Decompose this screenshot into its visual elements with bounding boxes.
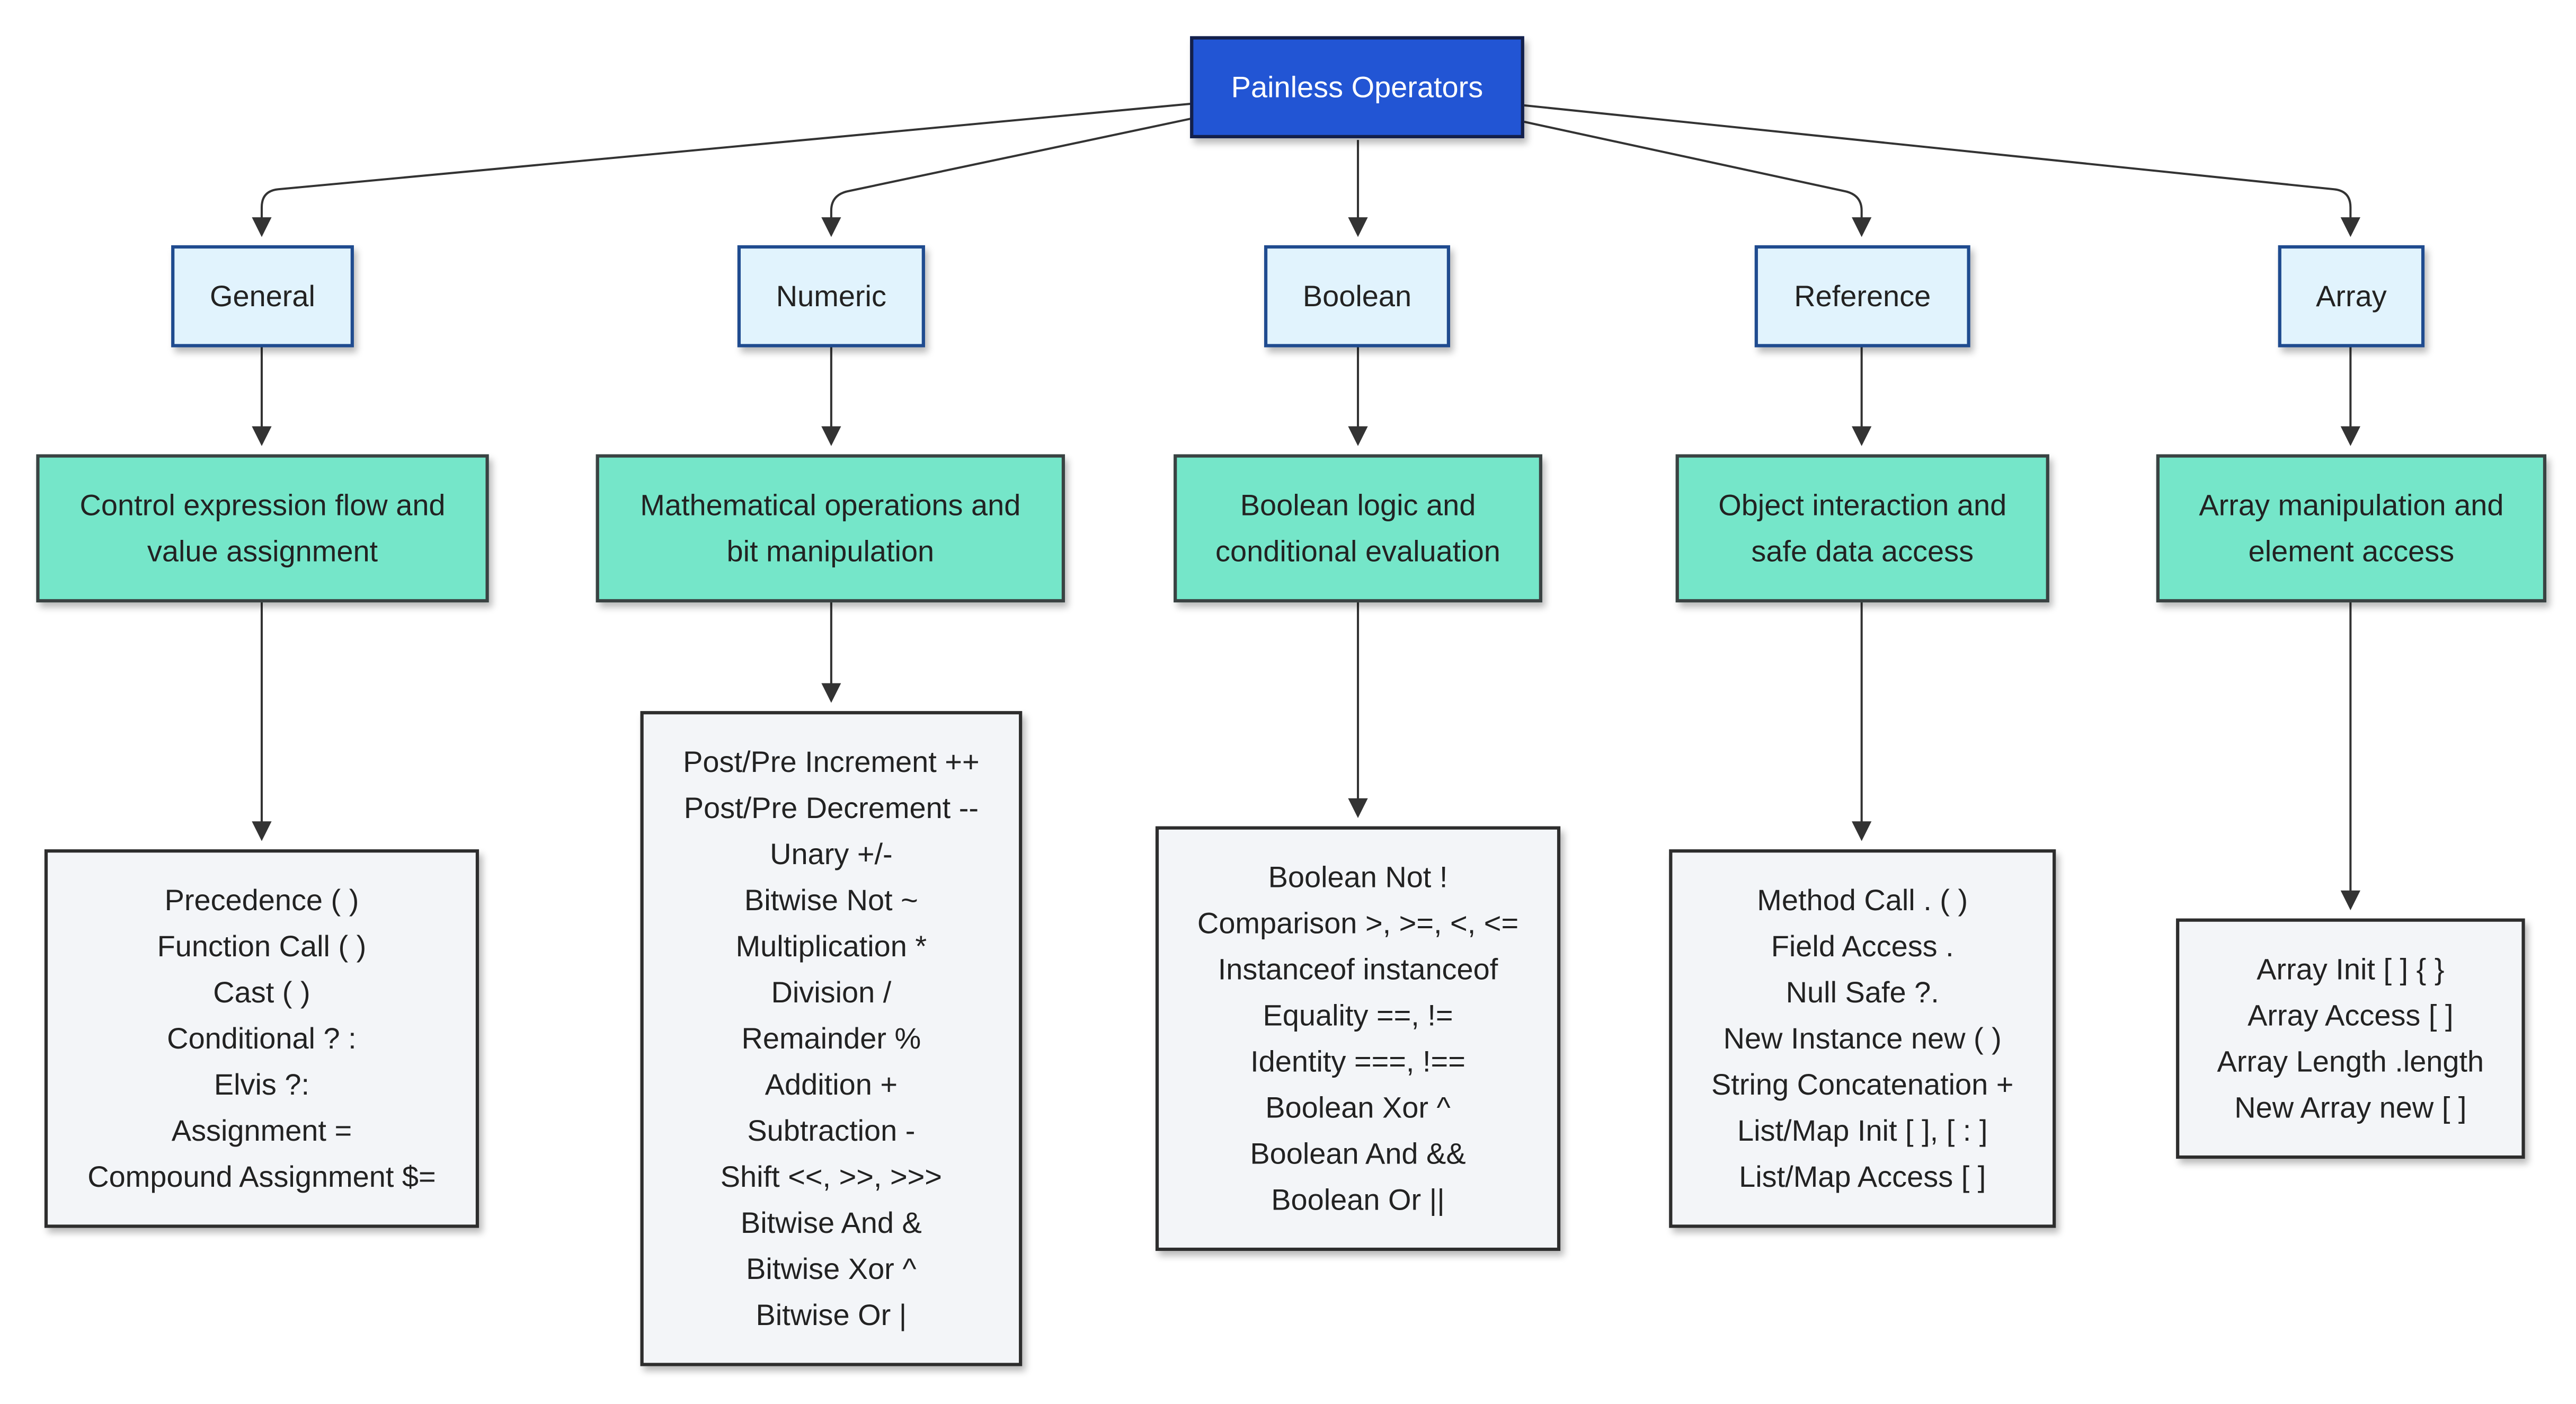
operator-item: Division /: [771, 976, 892, 1009]
operator-item: Boolean Or ||: [1271, 1183, 1445, 1216]
operator-item: Bitwise Or |: [756, 1299, 907, 1332]
operator-item: Compound Assignment $=: [87, 1160, 436, 1194]
category-numeric-label: Numeric: [776, 279, 886, 312]
category-reference: Reference: [1754, 245, 1970, 348]
operator-item: Bitwise Xor ^: [746, 1252, 917, 1286]
description-line: Mathematical operations and: [640, 488, 1021, 522]
description-array: Array manipulation and element access: [2156, 454, 2547, 603]
operator-item: Shift <<, >>, >>>: [720, 1160, 942, 1194]
operator-item: Remainder %: [741, 1022, 921, 1055]
operator-item: Null Safe ?.: [1786, 976, 1939, 1009]
operators-boolean: Boolean Not ! Comparison >, >=, <, <= In…: [1155, 826, 1561, 1251]
operator-item: Cast ( ): [213, 976, 310, 1009]
operator-item: Unary +/-: [770, 838, 893, 871]
operator-item: Array Length .length: [2217, 1045, 2484, 1078]
operator-item: Precedence ( ): [164, 884, 359, 917]
operator-item: Post/Pre Decrement --: [683, 792, 979, 825]
operator-item: Boolean And &&: [1250, 1137, 1466, 1170]
operator-item: List/Map Init [ ], [ : ]: [1737, 1114, 1988, 1148]
operator-item: Bitwise Not ~: [744, 884, 918, 917]
category-general-label: General: [210, 279, 315, 312]
operator-item: Addition +: [765, 1068, 898, 1101]
description-general: Control expression flow and value assign…: [36, 454, 489, 603]
operator-item: Equality ==, !=: [1263, 999, 1453, 1032]
operators-reference: Method Call . ( ) Field Access . Null Sa…: [1669, 849, 2056, 1228]
operator-item: New Array new [ ]: [2234, 1091, 2467, 1124]
operator-item: Bitwise And &: [740, 1206, 922, 1240]
operator-item: Instanceof instanceof: [1218, 953, 1498, 986]
operator-item: String Concatenation +: [1711, 1068, 2014, 1101]
description-line: Object interaction and: [1718, 488, 2007, 522]
operator-item: Method Call . ( ): [1757, 884, 1968, 917]
operator-item: Comparison >, >=, <, <=: [1197, 907, 1519, 940]
operator-item: New Instance new ( ): [1723, 1022, 2002, 1055]
description-boolean: Boolean logic and conditional evaluation: [1174, 454, 1542, 603]
description-line: element access: [2248, 535, 2455, 568]
description-line: Control expression flow and: [79, 488, 446, 522]
edge-root-to-array: [1524, 104, 2361, 237]
operator-item: Assignment =: [171, 1114, 352, 1148]
edge-root-to-reference: [1524, 120, 1872, 237]
description-line: Array manipulation and: [2199, 488, 2504, 522]
operator-item: Boolean Not !: [1268, 860, 1448, 894]
root-label: Painless Operators: [1231, 70, 1484, 103]
edge-root-to-general: [252, 102, 1192, 237]
operator-item: Field Access .: [1771, 930, 1954, 963]
root-node: Painless Operators: [1190, 36, 1524, 138]
operator-item: List/Map Access [ ]: [1739, 1160, 1986, 1194]
category-array-label: Array: [2316, 279, 2387, 312]
category-general: General: [171, 245, 354, 348]
operator-item: Post/Pre Increment ++: [683, 745, 980, 779]
description-line: Boolean logic and: [1240, 488, 1476, 522]
category-numeric: Numeric: [737, 245, 925, 348]
operator-item: Multiplication *: [735, 930, 927, 963]
category-boolean: Boolean: [1264, 245, 1451, 348]
operators-array: Array Init [ ] { } Array Access [ ] Arra…: [2176, 918, 2525, 1159]
description-line: value assignment: [147, 535, 378, 568]
operator-item: Conditional ? :: [167, 1022, 357, 1055]
operator-item: Function Call ( ): [157, 930, 367, 963]
description-line: bit manipulation: [726, 535, 935, 568]
edge-root-to-numeric: [821, 117, 1192, 237]
category-array: Array: [2278, 245, 2425, 348]
operator-item: Array Access [ ]: [2248, 999, 2454, 1032]
description-reference: Object interaction and safe data access: [1675, 454, 2049, 603]
operator-item: Elvis ?:: [214, 1068, 310, 1101]
description-line: conditional evaluation: [1215, 535, 1500, 568]
operator-item: Boolean Xor ^: [1265, 1091, 1451, 1124]
operators-numeric: Post/Pre Increment ++ Post/Pre Decrement…: [640, 711, 1023, 1366]
operator-item: Array Init [ ] { }: [2257, 953, 2445, 986]
description-numeric: Mathematical operations and bit manipula…: [596, 454, 1065, 603]
operator-item: Identity ===, !==: [1250, 1045, 1465, 1078]
category-boolean-label: Boolean: [1302, 279, 1412, 312]
category-reference-label: Reference: [1794, 279, 1931, 312]
description-line: safe data access: [1751, 535, 1974, 568]
operators-general: Precedence ( ) Function Call ( ) Cast ( …: [44, 849, 479, 1228]
operator-item: Subtraction -: [747, 1114, 916, 1148]
